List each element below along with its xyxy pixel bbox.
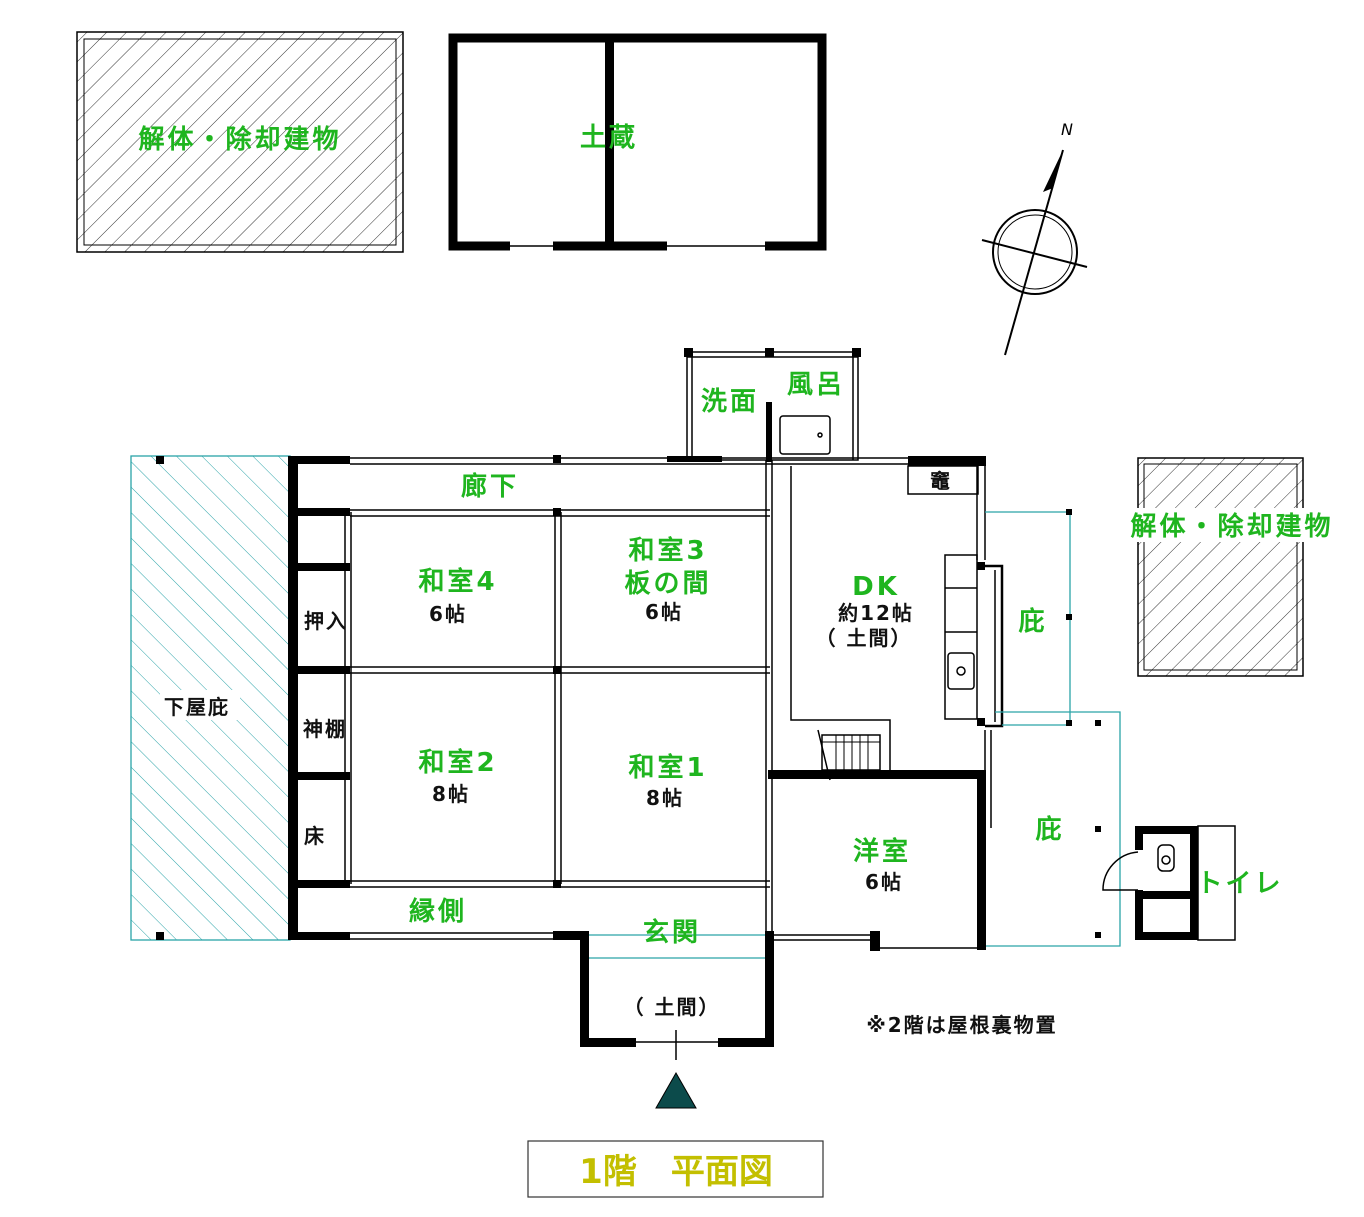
north-arrow-icon: [1043, 150, 1063, 192]
toilet-label: トイレ: [1196, 869, 1283, 899]
genkan-floor-label: （ 土間）: [624, 995, 721, 1019]
washitsu2-label: 和室2: [418, 747, 497, 778]
washitsu3-sublabel: 板の間: [624, 569, 711, 599]
youshitsu-label: 洋室: [853, 836, 911, 867]
wash-bath-block: 洗面 風呂: [684, 348, 861, 462]
eave-lower-label: 庇: [1035, 815, 1064, 845]
youshitsu-size: 6帖: [865, 870, 903, 894]
washitsu3-label: 和室3: [628, 535, 707, 566]
side-eaves: [985, 509, 1121, 947]
demolished-left-label: 解体・除却建物: [138, 124, 341, 155]
dk-floor: （ 土間）: [816, 626, 913, 650]
washitsu2-size: 8帖: [432, 782, 470, 806]
washitsu3-size: 6帖: [645, 600, 683, 624]
washitsu4-size: 6帖: [429, 602, 467, 626]
storehouse-label: 土蔵: [580, 123, 638, 153]
closet-label: 押入: [304, 609, 348, 633]
stove-label: 竈: [930, 469, 952, 493]
washitsu1-size: 8帖: [646, 786, 684, 810]
entrance-triangle-icon: [655, 1071, 697, 1109]
demolished-right-label: 解体・除却建物: [1130, 511, 1333, 542]
storehouse: 土蔵: [448, 33, 827, 251]
demolished-building-left: 解体・除却建物: [76, 31, 404, 253]
north-label: N: [1061, 120, 1073, 139]
engawa-label: 縁側: [409, 896, 467, 927]
attic-note: ※2階は屋根裏物置: [866, 1013, 1057, 1037]
lower-eave: 下屋庇: [130, 455, 291, 941]
genkan-label: 玄関: [643, 917, 701, 948]
washitsu4-label: 和室4: [418, 566, 497, 597]
washroom-label: 洗面: [701, 387, 759, 417]
eave-upper-label: 庇: [1018, 607, 1047, 637]
dk-size: 約12帖: [838, 601, 914, 625]
plan-title: 1階 平面図: [579, 1152, 773, 1192]
corridor-label: 廊下: [461, 471, 519, 502]
tokonoma-label: 床: [304, 824, 326, 848]
washitsu1-label: 和室1: [628, 752, 707, 783]
toilet-block: [1102, 825, 1236, 941]
lower-eave-label: 下屋庇: [164, 695, 230, 719]
north-compass: N: [981, 120, 1088, 356]
bath-label: 風呂: [787, 370, 845, 400]
kamidana-label: 神棚: [303, 717, 347, 741]
title-box: [527, 1140, 824, 1198]
main-house: [288, 455, 1004, 1060]
dk-label: DK: [852, 572, 900, 602]
demolished-building-right: 解体・除却建物: [1118, 457, 1348, 677]
